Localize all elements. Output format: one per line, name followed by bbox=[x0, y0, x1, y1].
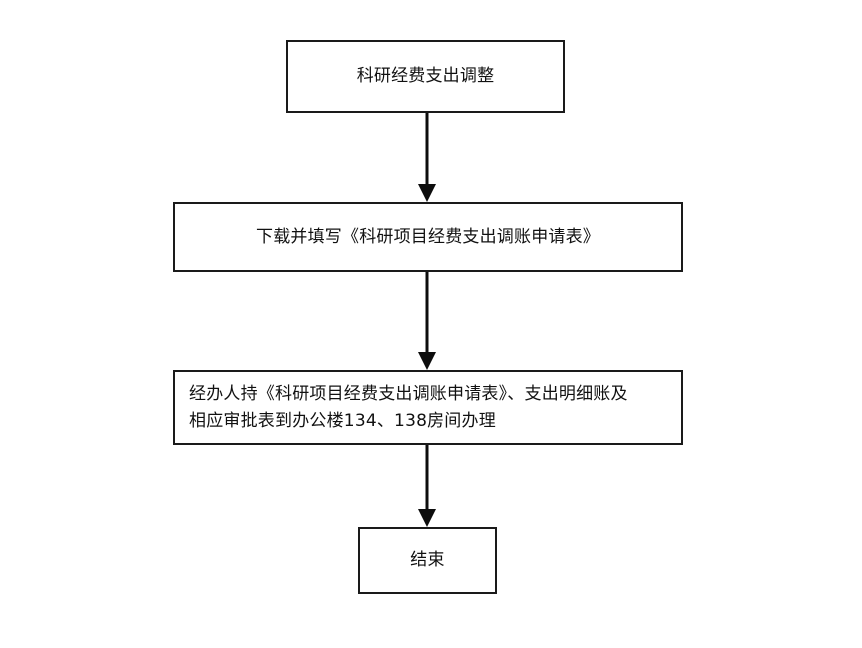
flowchart-node-download: 下载并填写《科研项目经费支出调账申请表》 bbox=[173, 202, 683, 272]
node-submit-label: 经办人持《科研项目经费支出调账申请表》、支出明细账及 相应审批表到办公楼134、… bbox=[189, 384, 628, 431]
edge-download-submit bbox=[418, 272, 436, 370]
edge-submit-end bbox=[418, 445, 436, 527]
node-start-label: 科研经费支出调整 bbox=[356, 66, 495, 87]
edge-start-download bbox=[418, 113, 436, 202]
flowchart-node-start: 科研经费支出调整 bbox=[286, 40, 565, 113]
node-download-label: 下载并填写《科研项目经费支出调账申请表》 bbox=[256, 226, 600, 247]
node-end-label: 结束 bbox=[410, 550, 445, 571]
flowchart-node-submit: 经办人持《科研项目经费支出调账申请表》、支出明细账及 相应审批表到办公楼134、… bbox=[173, 370, 683, 445]
flowchart-node-end: 结束 bbox=[358, 527, 497, 594]
